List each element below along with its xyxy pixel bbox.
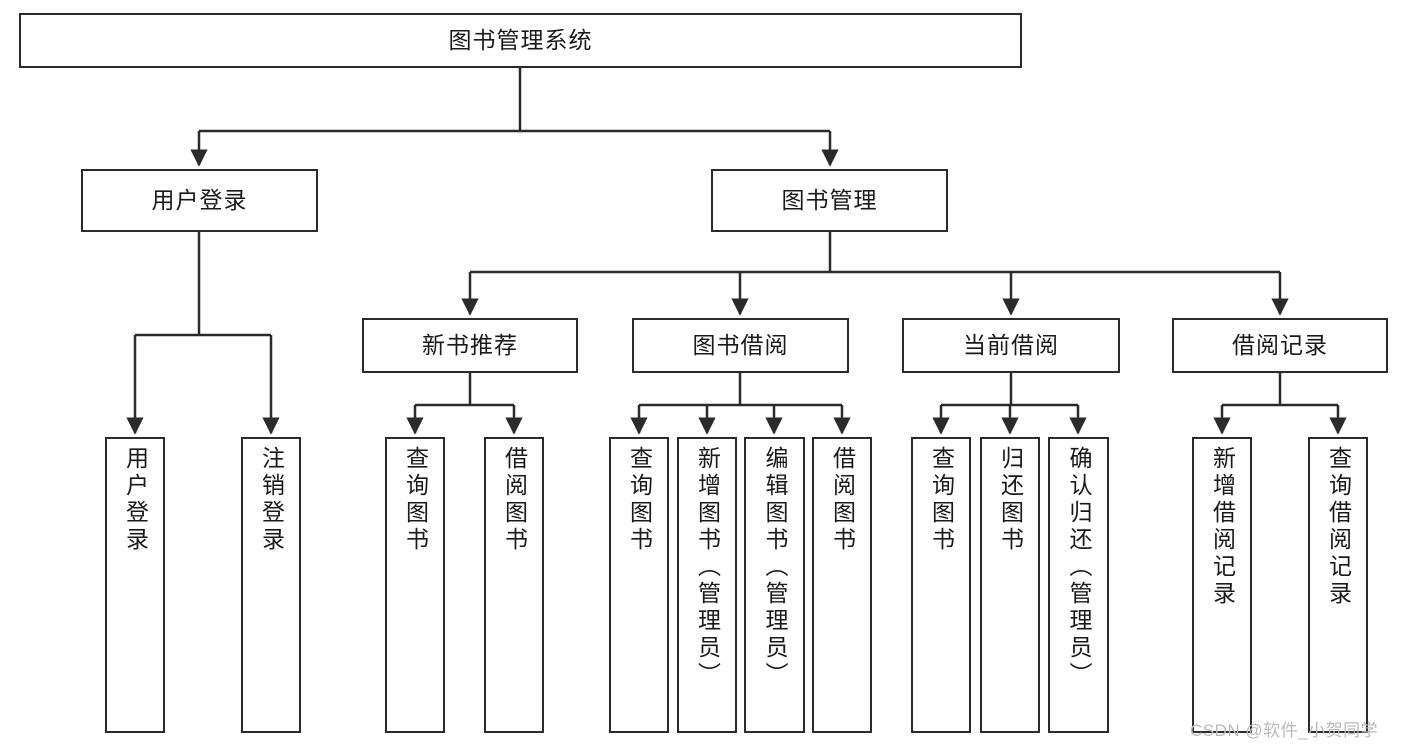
- node-leaf-return-book-label: 归还图书: [997, 446, 1024, 554]
- node-leaf-confirm-return[interactable]: 确认归还（管理员）: [1048, 437, 1109, 733]
- node-leaf-borrow-book-1[interactable]: 借阅图书: [484, 437, 544, 733]
- node-leaf-query-book-2-label: 查询图书: [626, 446, 653, 554]
- node-leaf-borrow-book-2[interactable]: 借阅图书: [812, 437, 872, 733]
- node-leaf-borrow-book-1-label: 借阅图书: [501, 446, 528, 554]
- node-leaf-edit-book[interactable]: 编辑图书（管理员）: [744, 437, 805, 733]
- node-new-book-recommend-label: 新书推荐: [422, 332, 518, 359]
- node-leaf-add-record-label: 新增借阅记录: [1209, 446, 1236, 608]
- node-leaf-query-book-2[interactable]: 查询图书: [609, 437, 669, 733]
- node-leaf-query-book-1[interactable]: 查询图书: [385, 437, 445, 733]
- node-borrow-record-label: 借阅记录: [1232, 332, 1328, 359]
- node-leaf-query-book-3[interactable]: 查询图书: [911, 437, 971, 733]
- node-leaf-add-book[interactable]: 新增图书（管理员）: [677, 437, 737, 733]
- node-book-manage[interactable]: 图书管理: [711, 169, 948, 232]
- node-root-label: 图书管理系统: [448, 27, 593, 54]
- node-leaf-query-record[interactable]: 查询借阅记录: [1308, 437, 1368, 733]
- node-current-borrow-label: 当前借阅: [963, 332, 1059, 359]
- node-leaf-query-book-3-label: 查询图书: [928, 446, 955, 554]
- node-leaf-confirm-return-label: 确认归还（管理员）: [1066, 446, 1092, 689]
- node-leaf-query-record-label: 查询借阅记录: [1325, 446, 1352, 608]
- node-leaf-logout-label: 注销登录: [258, 446, 285, 554]
- node-user-login-label: 用户登录: [151, 187, 248, 214]
- node-new-book-recommend[interactable]: 新书推荐: [362, 318, 578, 373]
- node-user-login[interactable]: 用户登录: [81, 169, 318, 232]
- node-leaf-edit-book-label: 编辑图书（管理员）: [762, 446, 788, 689]
- csdn-watermark: CSDN @软件_小贺同学: [1190, 721, 1379, 740]
- node-current-borrow[interactable]: 当前借阅: [902, 318, 1120, 373]
- node-book-borrow[interactable]: 图书借阅: [632, 318, 849, 373]
- node-leaf-add-record[interactable]: 新增借阅记录: [1192, 437, 1252, 733]
- node-leaf-return-book[interactable]: 归还图书: [980, 437, 1040, 733]
- node-leaf-add-book-label: 新增图书（管理员）: [694, 446, 721, 689]
- node-borrow-record[interactable]: 借阅记录: [1172, 318, 1388, 373]
- node-leaf-logout[interactable]: 注销登录: [241, 437, 301, 733]
- node-book-borrow-label: 图书借阅: [692, 332, 789, 359]
- node-leaf-query-book-1-label: 查询图书: [402, 446, 429, 554]
- node-leaf-user-login-label: 用户登录: [122, 446, 149, 554]
- node-leaf-user-login[interactable]: 用户登录: [105, 437, 165, 733]
- node-leaf-borrow-book-2-label: 借阅图书: [829, 446, 856, 554]
- node-book-manage-label: 图书管理: [781, 187, 878, 214]
- node-root[interactable]: 图书管理系统: [19, 13, 1022, 68]
